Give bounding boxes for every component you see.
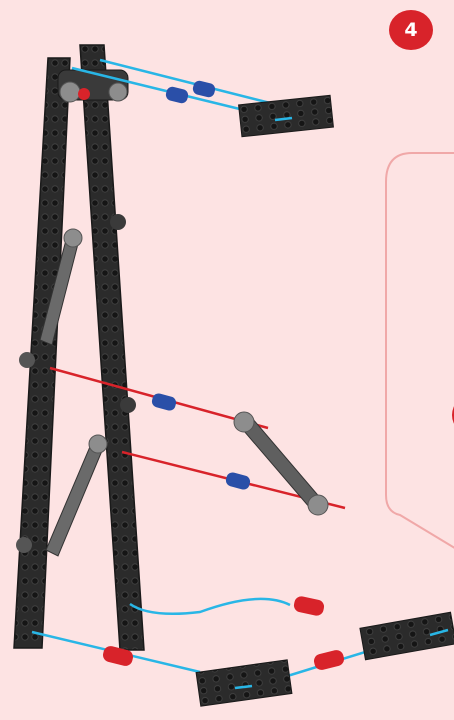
short-beam-right [360, 612, 454, 659]
left-beam [14, 58, 70, 648]
callout-box [386, 153, 454, 550]
right-beam [80, 45, 144, 650]
brace-rod-icon [234, 412, 328, 515]
tower-frame-icon [14, 45, 144, 650]
lower-brace [46, 442, 104, 556]
blue-pin-icon [151, 80, 252, 491]
short-beam-top [239, 95, 334, 136]
short-beam-bottom [196, 660, 292, 706]
